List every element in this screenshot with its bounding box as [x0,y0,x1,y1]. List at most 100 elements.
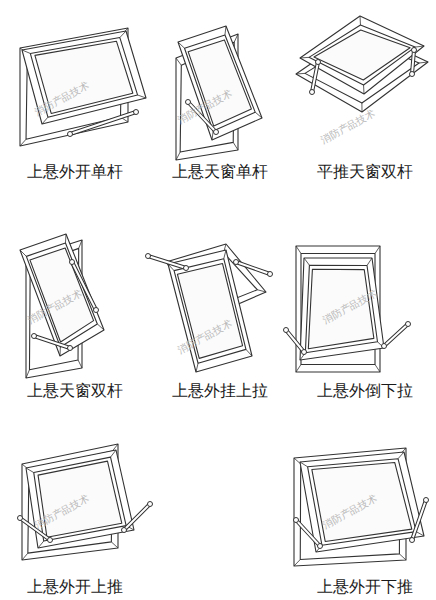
frame-corner [419,62,428,63]
frame-corner [178,42,185,48]
window-sash-inner [174,259,246,364]
window-figure [284,246,411,372]
watermark: 消防产品技术 [318,107,378,148]
stay-rod [236,262,270,274]
window-sash [22,31,146,124]
glass-pane [312,462,412,541]
frame-corner [399,554,406,560]
rod-pivot [94,308,99,313]
frame-corner [296,73,305,75]
frame-corner [257,290,266,292]
window-sash [300,258,384,360]
frame-corner [42,117,48,124]
stay-rod [148,256,186,268]
frame-corner [296,246,301,253]
rod-pivot [410,538,415,543]
frame-corner [367,258,372,265]
frame-corner [176,152,180,160]
rod-pivot [68,346,73,351]
stay-rod-core [412,50,414,74]
frame-corner [294,560,300,566]
rod-pivot [412,48,417,53]
frame-corner [120,31,126,38]
rod-pivot [406,322,411,327]
frame-corner [26,468,34,473]
stay-rod-core [236,262,270,274]
stay-rod-core [70,112,136,134]
window-caption: 上悬天窗双杆 [27,382,123,400]
window-caption: 上悬外挂上拉 [172,382,268,400]
frame-corner [363,85,364,94]
frame-corner [22,50,30,53]
rod-pivot [134,110,139,115]
frame-corner [20,139,26,146]
frame-corner [225,26,226,35]
rod-pivot [184,266,189,271]
window-figure [20,28,146,146]
frame-corner [196,363,198,372]
window-caption: 上悬天窗单杆 [172,163,268,181]
rod-pivot [122,528,127,533]
frame-corner [234,34,238,42]
window-sash [20,234,104,356]
stay-rod-core [34,336,70,348]
window-figure [296,16,428,112]
frame-corner [233,142,238,150]
stay-rod [412,500,426,540]
frame-corner [300,462,308,467]
frame-corner [60,347,61,356]
frame-corner [255,112,262,118]
stay-rod-core [124,504,150,530]
frame-corner [296,365,301,372]
frame-corner [300,57,309,59]
window-caption: 上悬外开下推 [317,578,413,596]
window-caption: 上悬外开单杆 [27,163,123,181]
frame-corner [415,46,424,47]
frame-corner [38,541,44,548]
frame-corner [176,58,181,65]
rod-pivot [70,260,75,265]
window-sash [300,16,424,94]
rod-pivot [382,344,387,349]
rod-pivot [234,260,239,265]
window-sash-inner [308,459,417,545]
frame-corner [78,360,82,368]
rod-pivot [186,100,191,105]
stay-rod [384,324,408,346]
window-figure [18,444,153,560]
stay-rod-core [286,330,304,352]
rod-pivot [18,516,23,521]
frame-corner [212,131,213,140]
rod-pivot [68,132,73,137]
stay-rod [70,112,136,134]
window-caption: 上悬外倒下拉 [317,382,413,400]
rod-pivot [410,72,415,77]
stay-rod [286,330,304,352]
stay-rod [312,62,318,92]
rod-pivot [424,498,429,503]
stay-rod-core [312,62,318,92]
window-figure [294,448,429,566]
rod-pivot [48,538,53,543]
window-caption: 平推天窗双杆 [317,163,413,181]
stay-rod [296,520,320,546]
stay-rod-core [384,324,408,346]
rod-pivot [302,350,307,355]
rod-pivot [318,544,323,549]
rod-pivot [146,254,151,259]
rod-pivot [148,502,153,507]
frame-corner [138,95,146,98]
rod-pivot [268,272,273,277]
stay-rod [34,336,70,348]
window-figure [20,234,104,378]
frame-corner [398,452,404,459]
rod-pivot [316,60,321,65]
glass-pane [314,30,410,80]
window-figure [176,26,262,160]
rod-pivot [294,518,299,523]
frame-corner [375,365,380,372]
window-sash-inner [309,25,415,85]
rod-pivot [310,90,315,95]
frame-corner [20,250,26,256]
rod-pivot [214,130,219,135]
